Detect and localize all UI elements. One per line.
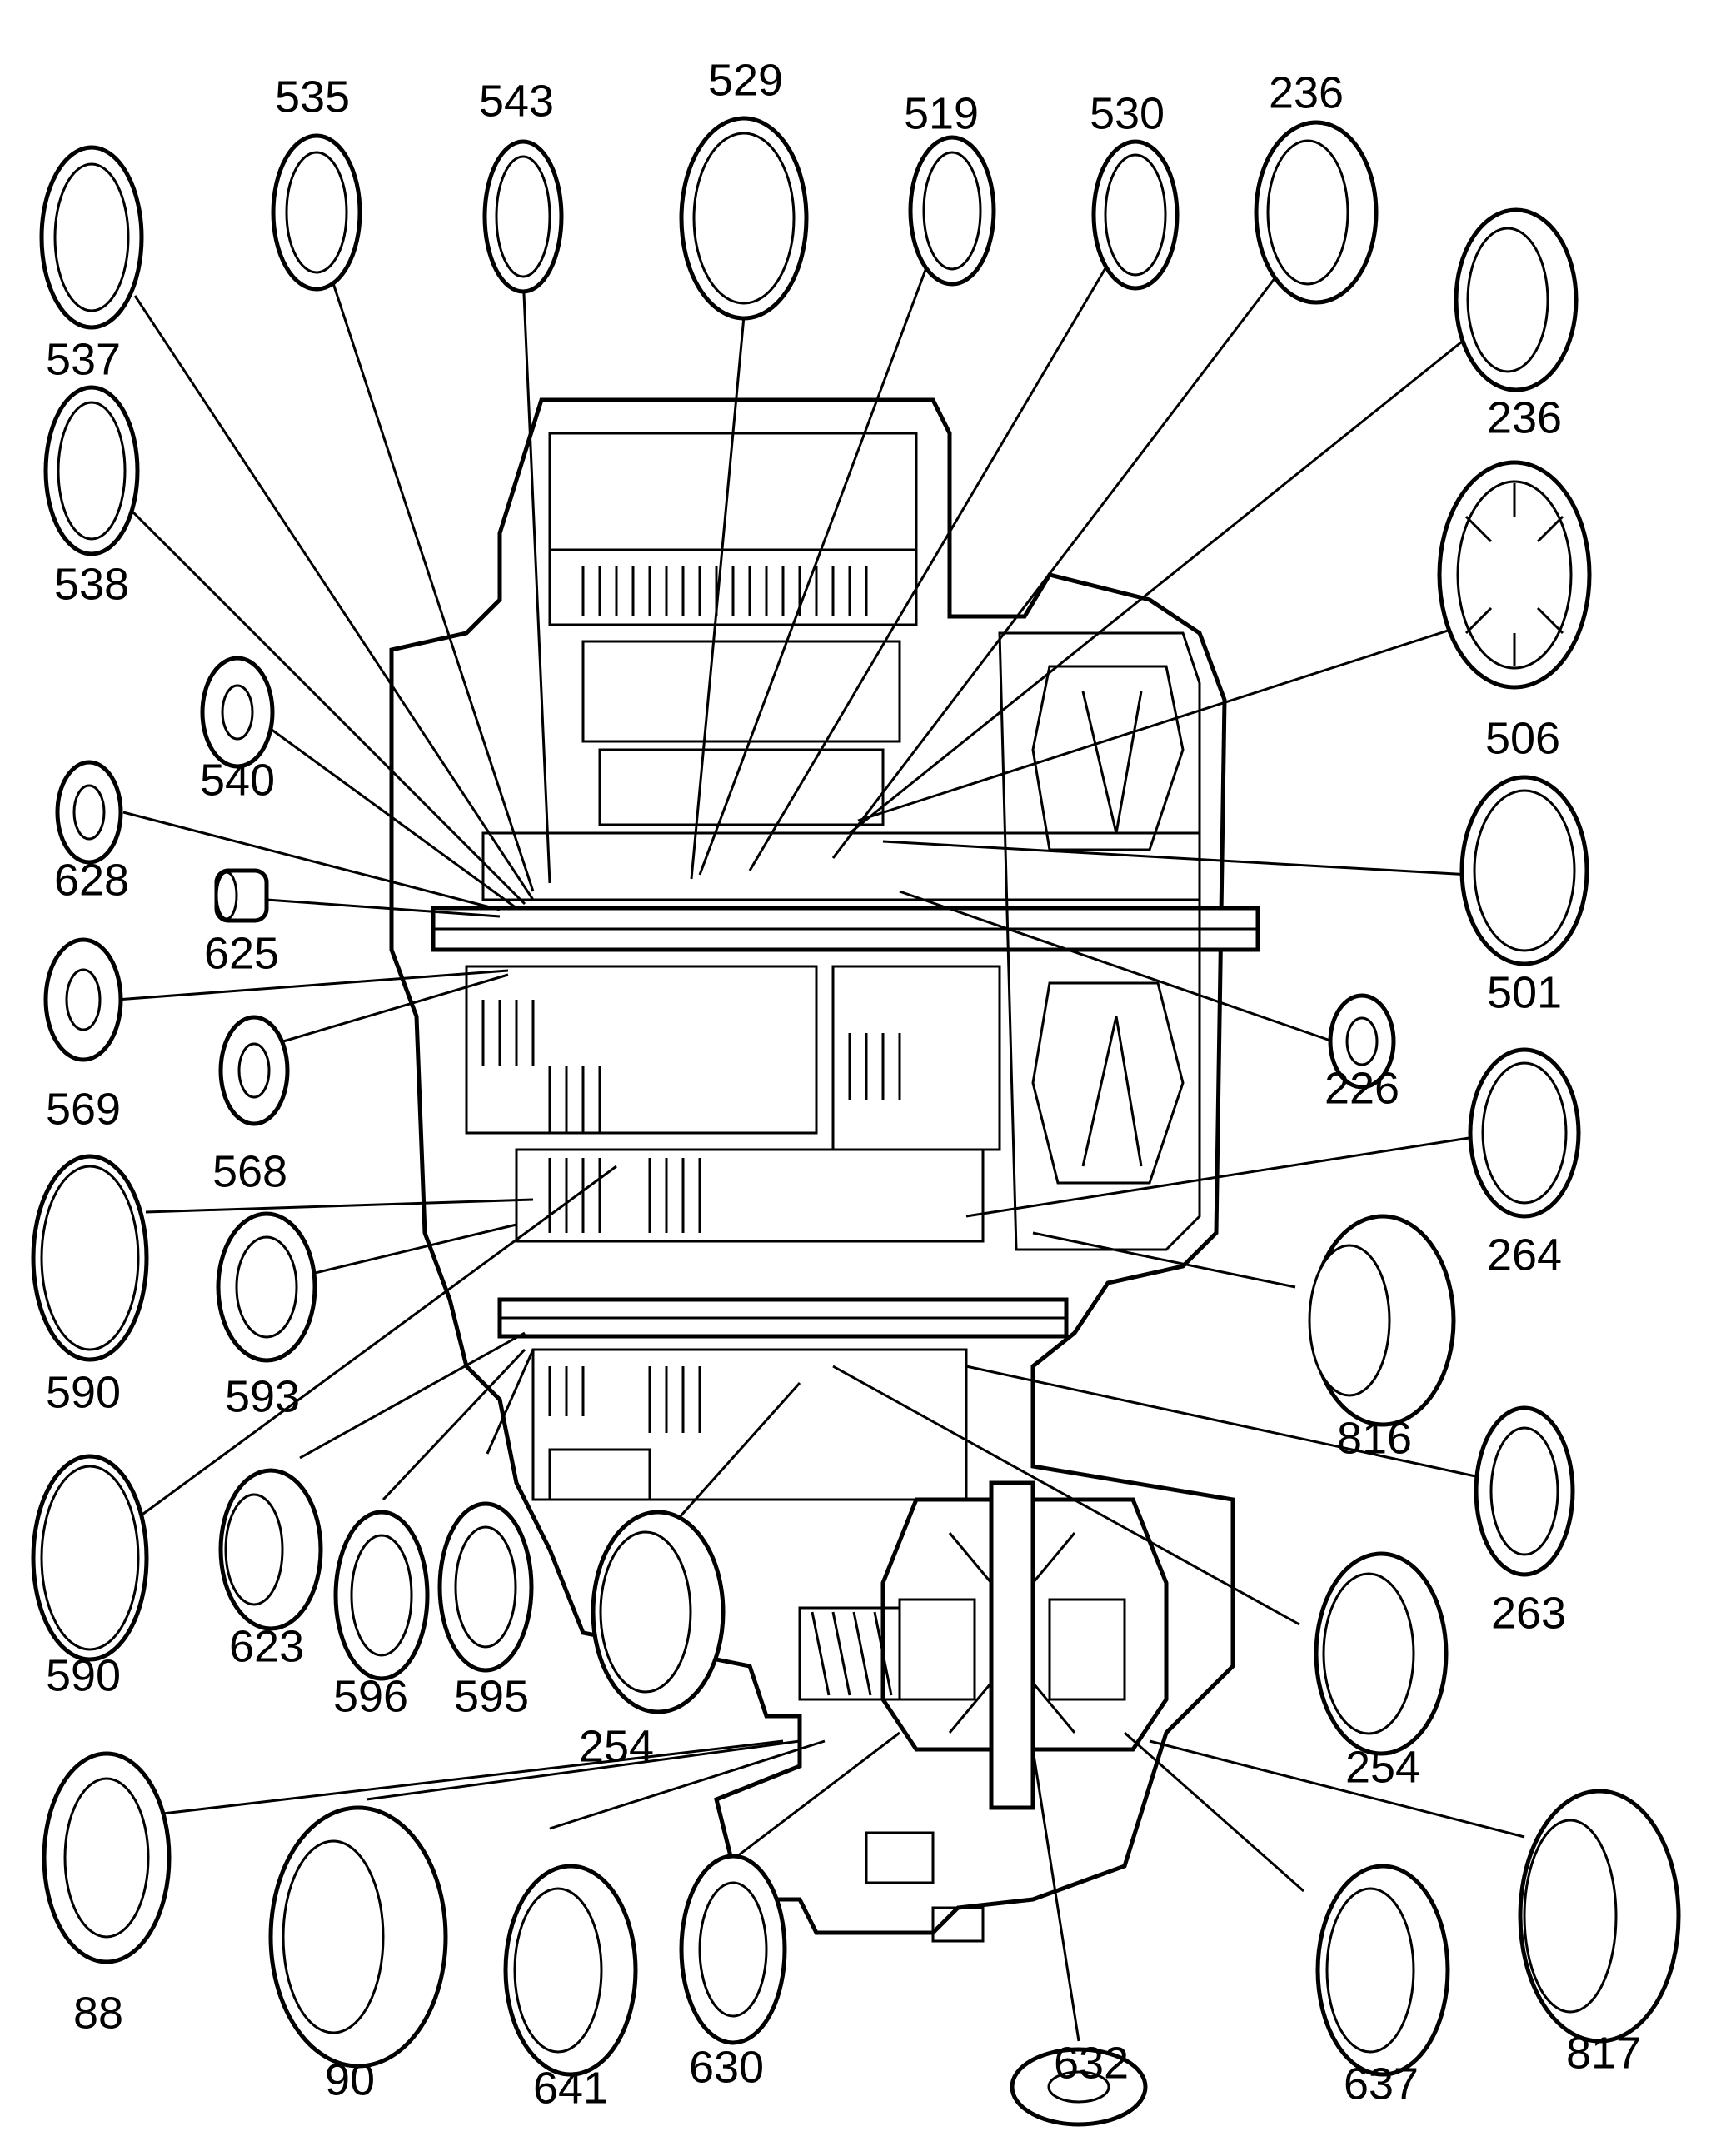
- part-641-bearing-race: [503, 1864, 638, 2077]
- label-529: 529: [708, 55, 783, 105]
- label-264: 264: [1487, 1230, 1562, 1280]
- part-568-thrust-washer: [218, 1015, 290, 1126]
- part-236b-bearing-race: [1454, 207, 1579, 392]
- part-590b-snap-ring: [31, 1454, 149, 1662]
- part-226-sprag-cage: [1328, 993, 1396, 1090]
- label-569: 569: [46, 1084, 121, 1134]
- label-596: 596: [333, 1671, 408, 1721]
- label-595: 595: [454, 1671, 529, 1721]
- part-630-shim: [679, 1854, 787, 2045]
- part-637-bearing-race: [1315, 1864, 1450, 2077]
- part-501-thrust-washer: [1459, 775, 1589, 966]
- part-506-stator-bearing: [1437, 460, 1592, 690]
- part-625-bushing: [214, 868, 269, 923]
- part-535-seal-ring: [271, 133, 362, 292]
- label-263: 263: [1491, 1588, 1566, 1638]
- label-817: 817: [1566, 2028, 1641, 2078]
- label-506: 506: [1485, 713, 1560, 763]
- part-628-thrust-washer: [55, 760, 123, 865]
- label-90: 90: [325, 2054, 375, 2104]
- label-236-right: 236: [1487, 392, 1562, 442]
- part-593-needle-bearing: [216, 1211, 317, 1363]
- label-530: 530: [1090, 88, 1165, 138]
- part-254b-bearing-race: [1314, 1551, 1449, 1756]
- label-630: 630: [689, 2042, 764, 2092]
- part-817-bearing-cup: [1518, 1789, 1681, 2044]
- part-236a-bearing-race: [1254, 120, 1379, 305]
- part-538-thrust-washer: [43, 385, 140, 556]
- part-569-needle-bearing: [43, 937, 123, 1062]
- part-623-bearing-cup: [218, 1468, 323, 1631]
- part-264-thrust-washer: [1468, 1047, 1581, 1219]
- leader-lines: [116, 245, 1525, 2042]
- part-537-thrust-washer: [39, 145, 144, 330]
- label-535: 535: [275, 72, 350, 122]
- label-632: 632: [1054, 2038, 1129, 2088]
- label-519: 519: [904, 88, 979, 138]
- part-596-thrust-washer: [333, 1510, 430, 1681]
- label-537: 537: [46, 334, 121, 384]
- part-519-seal-ring: [908, 135, 996, 287]
- label-236-top: 236: [1269, 67, 1344, 117]
- label-590-lower: 590: [46, 1650, 121, 1700]
- transmission-case-drawing: [389, 397, 1260, 1943]
- part-540-thrust-washer: [200, 656, 275, 769]
- part-816-bearing-cup: [1308, 1214, 1456, 1427]
- callout-labels: 535 543 529 519 530 236 537 236 538 506 …: [46, 55, 1641, 2113]
- label-226: 226: [1324, 1063, 1399, 1113]
- label-628: 628: [54, 855, 129, 905]
- part-254a-bearing-race: [591, 1510, 726, 1714]
- label-641: 641: [533, 2063, 608, 2113]
- label-543: 543: [479, 76, 554, 126]
- part-595-needle-bearing: [437, 1501, 534, 1673]
- part-263-needle-bearing: [1474, 1405, 1575, 1577]
- label-501: 501: [1487, 967, 1562, 1017]
- label-540: 540: [200, 755, 275, 805]
- label-637: 637: [1344, 2059, 1419, 2109]
- label-254-right: 254: [1345, 1742, 1420, 1792]
- label-88: 88: [73, 1988, 123, 2038]
- part-530-thrust-washer: [1091, 139, 1180, 291]
- label-593: 593: [225, 1371, 300, 1421]
- part-88-seal: [42, 1751, 172, 1964]
- label-538: 538: [54, 559, 129, 609]
- label-590-upper: 590: [46, 1367, 121, 1417]
- label-568: 568: [212, 1146, 287, 1196]
- part-632-thrust-washer: [1010, 2047, 1148, 2127]
- label-816: 816: [1337, 1413, 1412, 1463]
- part-543-seal-ring: [482, 139, 564, 294]
- part-590a-snap-ring: [31, 1154, 149, 1362]
- label-623: 623: [229, 1621, 304, 1671]
- label-254-left: 254: [579, 1721, 654, 1771]
- label-625: 625: [204, 928, 279, 978]
- part-529-seal-ring: [679, 116, 809, 321]
- part-90-bearing-cup: [268, 1805, 448, 2069]
